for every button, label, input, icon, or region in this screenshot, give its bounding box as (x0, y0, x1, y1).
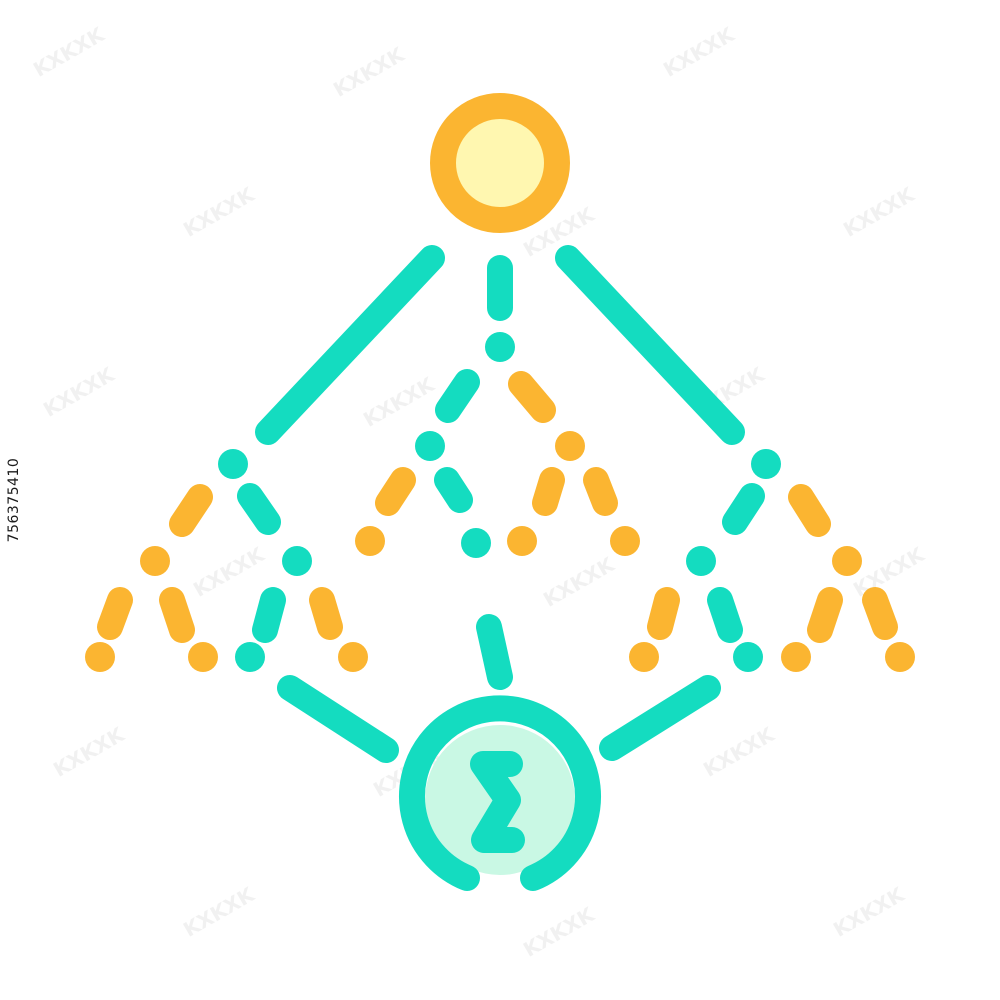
sigma-node-ring (399, 695, 601, 891)
leaf-dot (85, 642, 115, 672)
leaf-branch (508, 371, 556, 423)
tree-node-dot (218, 449, 248, 479)
leaf-dot (610, 526, 640, 556)
tree-node-dot (686, 546, 716, 576)
tree-branch (277, 675, 399, 763)
tree-branch (252, 587, 286, 643)
leaf-dot (781, 642, 811, 672)
tree-branch (434, 467, 473, 513)
tree-branch (237, 483, 281, 535)
tree-branch (555, 245, 745, 445)
leaf-dot (338, 642, 368, 672)
leaf-branch (159, 587, 195, 643)
leaf-branch (532, 467, 565, 516)
leaf-dot (140, 546, 170, 576)
tree-node-dot (461, 528, 491, 558)
leaf-branch (309, 587, 343, 640)
tree-branch (255, 245, 445, 445)
tree-branch (707, 587, 743, 643)
tree-branch (599, 675, 721, 761)
leaf-branch (375, 467, 416, 516)
leaf-dot (555, 431, 585, 461)
leaf-dot (832, 546, 862, 576)
leaf-dot (629, 642, 659, 672)
teal-strokes (218, 245, 781, 763)
tree-branch (435, 369, 480, 423)
leaf-branch (97, 587, 133, 640)
leaf-branch (862, 587, 898, 640)
leaf-dot (507, 526, 537, 556)
sigma-icon (470, 751, 525, 853)
leaf-branch (647, 587, 680, 640)
image-id-label: 756375410 (6, 457, 22, 543)
leaf-dot (355, 526, 385, 556)
tree-branch (476, 614, 513, 690)
circle-node-icon (430, 93, 570, 233)
leaf-dot (885, 642, 915, 672)
nodes (399, 93, 601, 891)
leaf-branch (583, 467, 618, 516)
tree-node-dot (751, 449, 781, 479)
tree-branch (722, 483, 765, 535)
leaf-branch (169, 484, 213, 537)
leaf-branch (807, 587, 843, 643)
tree-node-dot (485, 332, 515, 362)
tree-node-dot (415, 431, 445, 461)
leaf-dot (188, 642, 218, 672)
leaf-branch (788, 484, 831, 537)
tree-node-dot (282, 546, 312, 576)
tree-node-dot (235, 642, 265, 672)
orange-strokes (85, 371, 915, 672)
tree-node-dot (733, 642, 763, 672)
